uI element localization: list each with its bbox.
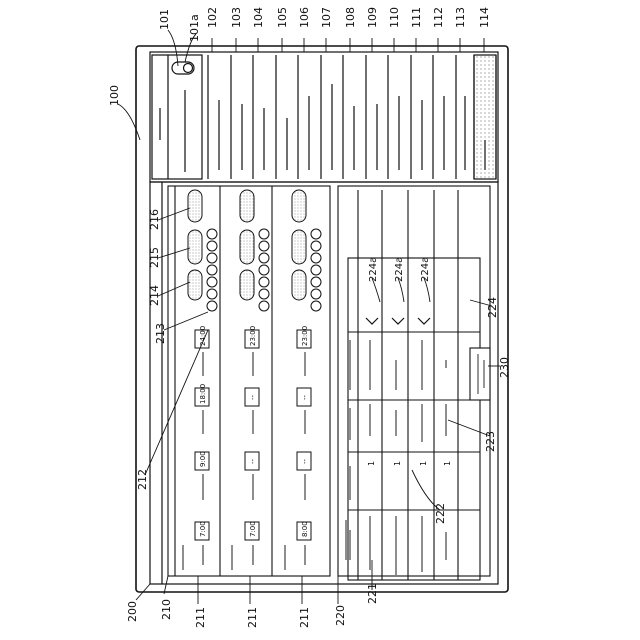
ref-100: 100 <box>108 85 121 106</box>
chevron-down-icon[interactable] <box>418 318 430 324</box>
leave-time: 9:00 <box>199 451 207 467</box>
return-time: 18:00 <box>199 384 207 404</box>
row-action-buttons[interactable] <box>188 190 306 300</box>
ref-112: 112 <box>432 7 445 28</box>
menu-item-text-marks <box>160 84 485 172</box>
wake-time: 7:00 <box>249 521 257 537</box>
household-cell: 1 <box>367 461 376 466</box>
menu-strip <box>150 52 498 182</box>
ref-101: 101 <box>158 9 171 30</box>
ref-108: 108 <box>344 7 357 28</box>
ref-200: 200 <box>126 601 139 622</box>
ref-105: 105 <box>276 7 289 28</box>
household-cell: 1 <box>393 461 402 466</box>
ref-224a: 224a <box>394 257 405 282</box>
ref-114: 114 <box>478 7 491 28</box>
ref-222: 222 <box>434 503 447 524</box>
leave-time: -- <box>249 458 257 464</box>
ref-106: 106 <box>298 7 311 28</box>
ref-212: 212 <box>136 469 149 490</box>
sleep-time: 23:00 <box>301 326 309 346</box>
ref-104: 104 <box>252 7 265 28</box>
household-values: 1 1 1 1 <box>367 461 452 466</box>
ref-220: 220 <box>334 605 347 626</box>
ref-214: 214 <box>148 285 161 306</box>
delete-button[interactable] <box>188 190 202 222</box>
ref-216: 216 <box>148 209 161 230</box>
ref-230: 230 <box>498 357 511 378</box>
add-button[interactable] <box>240 270 254 300</box>
time-values: 7:00 9:00 18:00 24:00 7:00 -- -- 23:00 8… <box>199 326 309 537</box>
ref-213: 213 <box>154 323 167 344</box>
ref-221: 221 <box>366 583 379 604</box>
toggle-knob-icon <box>184 64 193 73</box>
return-time: -- <box>301 394 309 400</box>
copy-button[interactable] <box>188 230 202 264</box>
menu-columns <box>208 55 496 179</box>
ref-223: 223 <box>484 431 497 452</box>
ref-107: 107 <box>320 7 333 28</box>
ref-113: 113 <box>454 7 467 28</box>
ref-211: 211 <box>246 607 259 628</box>
dropdown-chevrons[interactable] <box>366 318 430 324</box>
ref-102: 102 <box>206 7 219 28</box>
ref-110: 110 <box>388 7 401 28</box>
leave-time: -- <box>301 458 309 464</box>
ref-109: 109 <box>366 7 379 28</box>
ref-211: 211 <box>298 607 311 628</box>
ref-103: 103 <box>230 7 243 28</box>
household-cell: 1 <box>419 461 428 466</box>
copy-button[interactable] <box>292 230 306 264</box>
sleep-time: 23:00 <box>249 326 257 346</box>
ref-101a: 101a <box>188 14 201 42</box>
household-cell: 1 <box>443 461 452 466</box>
add-button[interactable] <box>292 270 306 300</box>
copy-button[interactable] <box>240 230 254 264</box>
chevron-down-icon[interactable] <box>392 318 404 324</box>
ref-224a: 224a <box>420 257 431 282</box>
ref-215: 215 <box>148 247 161 268</box>
ref-224a: 224a <box>368 257 379 282</box>
delete-button[interactable] <box>240 190 254 222</box>
ref-211: 211 <box>194 607 207 628</box>
add-button[interactable] <box>188 270 202 300</box>
delete-button[interactable] <box>292 190 306 222</box>
chevron-down-icon[interactable] <box>366 318 378 324</box>
return-time: -- <box>249 394 257 400</box>
wake-time: 7:00 <box>199 521 207 537</box>
ref-224: 224 <box>486 297 499 318</box>
ref-210: 210 <box>160 599 173 620</box>
table-text-marks <box>346 340 446 575</box>
schedule-generate-button[interactable] <box>470 348 490 400</box>
wake-time: 8:00 <box>301 521 309 537</box>
ref-111: 111 <box>410 7 423 28</box>
room-settings-table <box>338 186 490 580</box>
